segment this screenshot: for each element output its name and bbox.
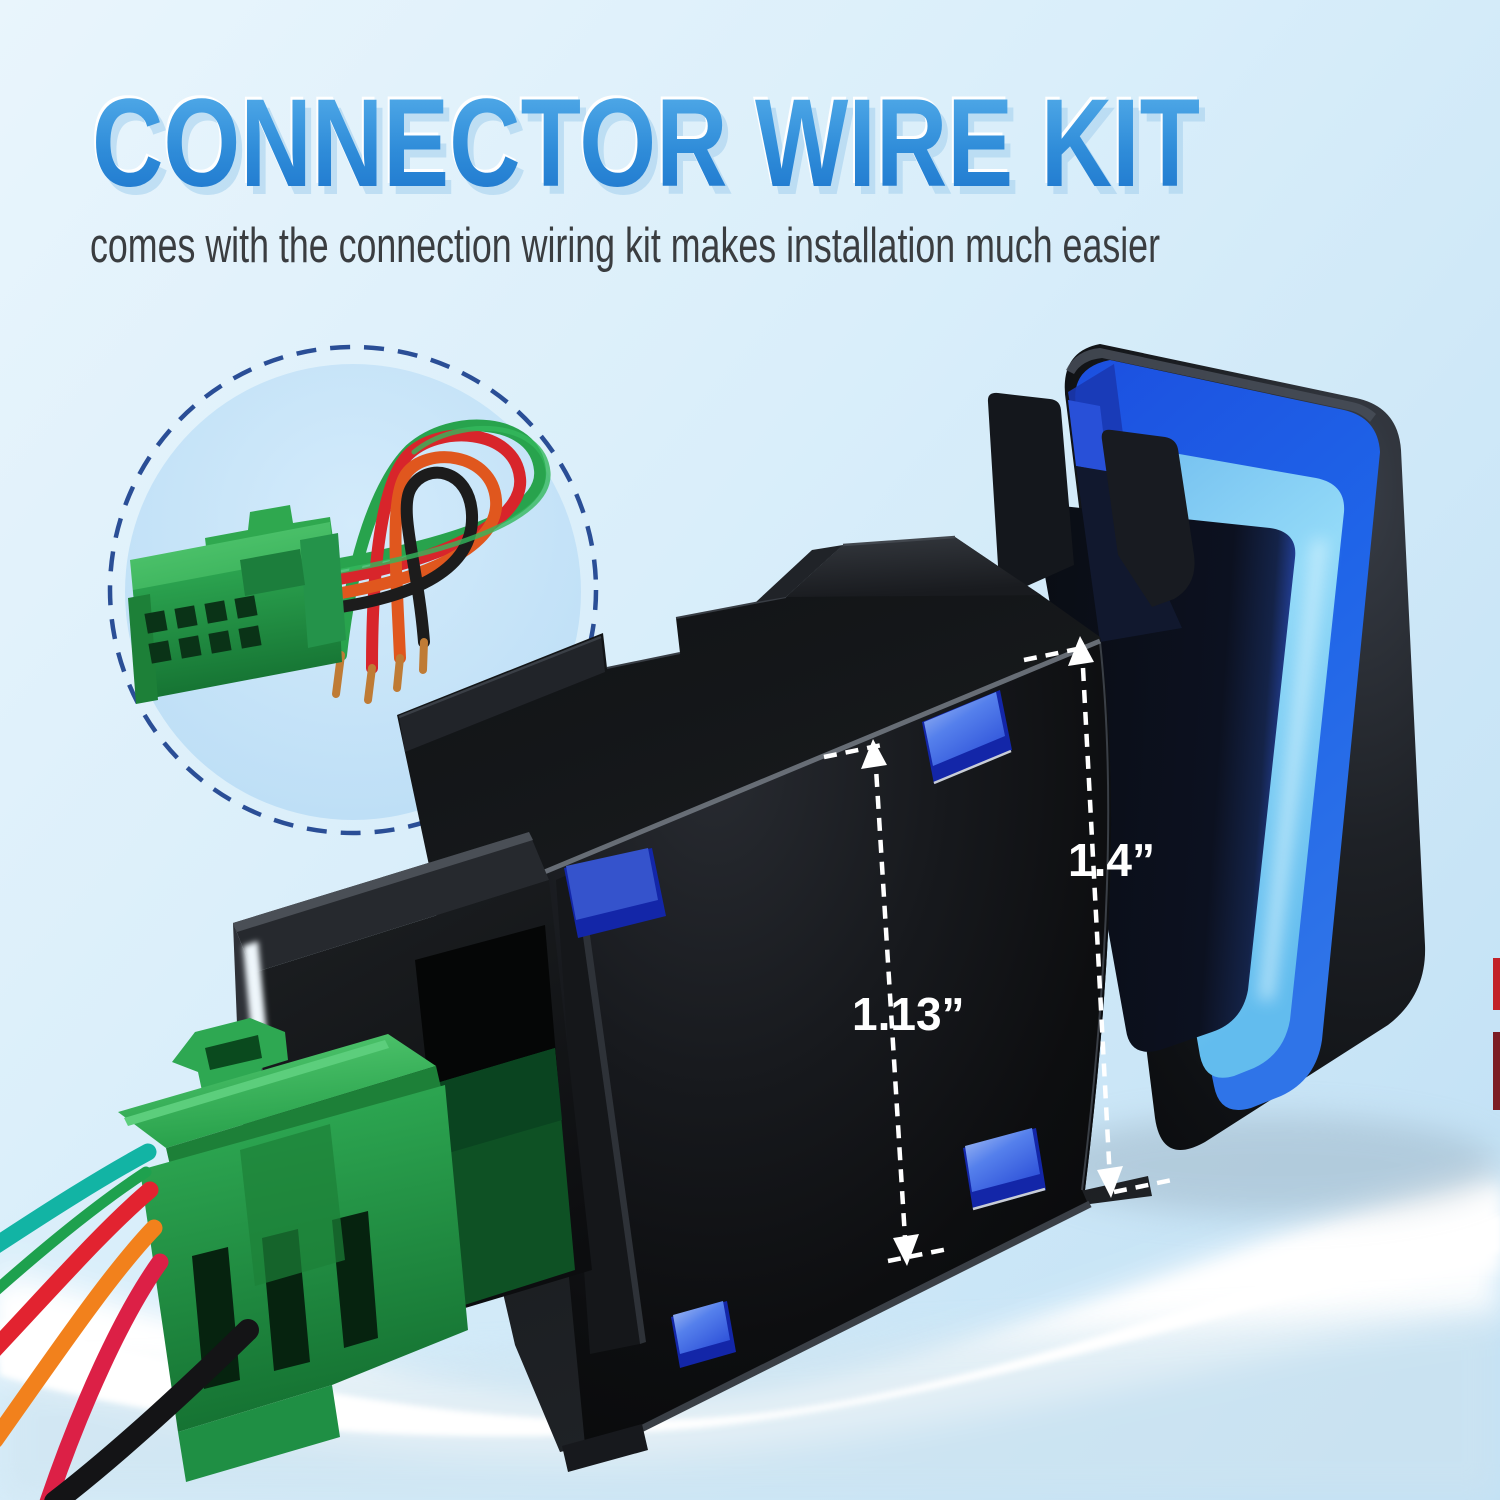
svg-text:1.13”: 1.13” — [852, 988, 965, 1040]
svg-text:1.4”: 1.4” — [1068, 834, 1155, 886]
svg-text:CONNECTOR WIRE KIT: CONNECTOR WIRE KIT — [90, 71, 1198, 210]
svg-text:CONNECTOR WIRE KIT: CONNECTOR WIRE KIT — [98, 82, 1206, 221]
svg-text:comes with the connection wiri: comes with the connection wiring kit mak… — [90, 219, 1160, 273]
svg-text:CONNECTOR WIRE KIT: CONNECTOR WIRE KIT — [92, 74, 1200, 213]
